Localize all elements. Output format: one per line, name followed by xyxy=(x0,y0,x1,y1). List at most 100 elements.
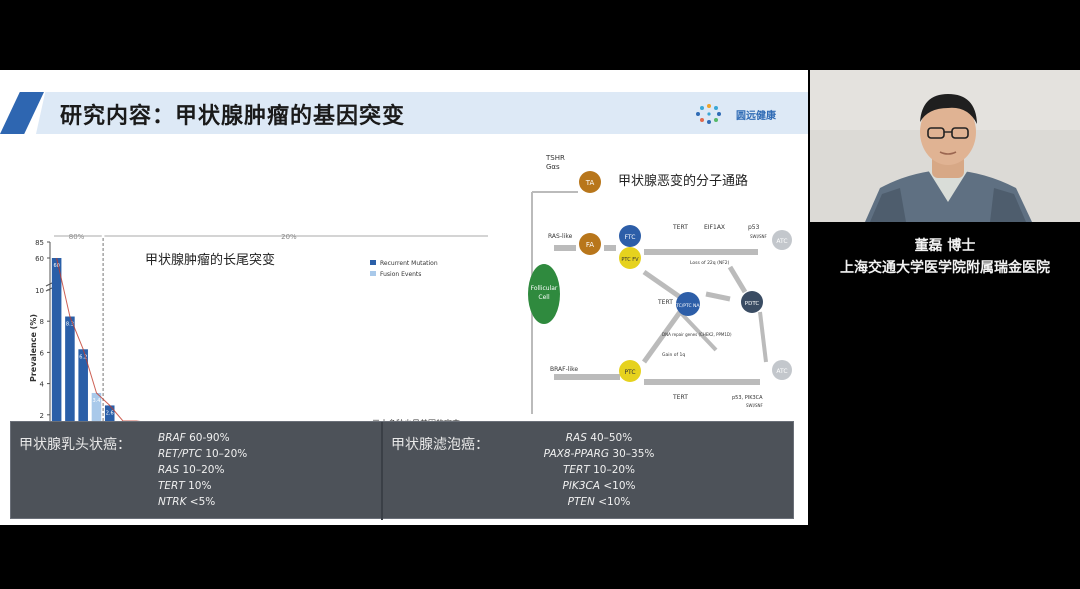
svg-text:FTC: FTC xyxy=(625,234,636,241)
gene-frequency: 10% xyxy=(188,480,212,492)
trend-line xyxy=(56,257,482,441)
svg-text:PTC: PTC xyxy=(624,369,635,376)
gene-frequency: 30–35% xyxy=(612,448,655,460)
gene-frequency: 10–20% xyxy=(593,464,636,476)
y-tick-label: 6 xyxy=(40,349,45,357)
legend-label-fusion: Fusion Events xyxy=(380,271,421,278)
gene-frequency: 10–20% xyxy=(205,448,248,460)
pathway-label-tert-mid: TERT xyxy=(657,299,673,306)
gene-name: TERT xyxy=(158,480,185,492)
gene-frequency: 40–50% xyxy=(590,432,633,444)
follicular-gene-list: RAS 40–50%PAX8-PPARG 30–35%TERT 10–20%PI… xyxy=(529,430,669,510)
svg-text:PTC FV: PTC FV xyxy=(621,257,639,263)
gene-name: RAS xyxy=(565,432,587,444)
presentation-slide: 研究内容：甲状腺肿瘤的基因突变 圆远健康 02468106085Prevalen… xyxy=(0,70,808,525)
gene-name: NTRK xyxy=(158,496,187,508)
bracket-20-label: 20% xyxy=(281,233,297,241)
bar-recurrent xyxy=(51,258,62,446)
y-axis-label: Prevalence (%) xyxy=(29,314,38,382)
y-tick-label: 85 xyxy=(35,239,44,247)
pathway-label-dna-repair: DNA repair genes (CHEK2, PPM1D) xyxy=(662,332,732,337)
pathway-label-ras-like: RAS-like xyxy=(548,233,573,240)
bar-recurrent xyxy=(78,349,88,446)
pathway-label-eif1ax: EIF1AX xyxy=(704,224,725,231)
svg-text:TA: TA xyxy=(585,179,595,187)
speaker-webcam xyxy=(810,70,1080,222)
pathway-node-atc-top: ATC xyxy=(772,230,792,250)
bracket-80-label: 80% xyxy=(69,233,85,241)
papillary-carcinoma-section: 甲状腺乳头状癌： BRAF 60-90%RET/PTC 10–20%RAS 10… xyxy=(11,422,383,520)
y-tick-label: 10 xyxy=(35,287,44,295)
bar-fusion xyxy=(91,392,102,446)
svg-text:PDTC: PDTC xyxy=(745,301,760,307)
legend-swatch-recurrent xyxy=(370,260,376,265)
pathway-label-tshr: TSHR xyxy=(545,154,565,162)
legend-label-recurrent: Recurrent Mutation xyxy=(380,260,438,267)
pathway-canvas: TA FA FTC PTC FV PTC/PTC NAR xyxy=(528,154,792,414)
gene-name: PIK3CA xyxy=(562,480,601,492)
pathway-node-ptc-fv: PTC FV xyxy=(619,247,641,269)
bar-value-label: 6.2 xyxy=(79,354,87,360)
pathway-node-atc-bottom: ATC xyxy=(772,360,792,380)
gene-name: TERT xyxy=(562,464,590,476)
gene-row: PTEN <10% xyxy=(529,494,669,510)
pathway-title: 甲状腺恶变的分子通路 xyxy=(618,173,748,189)
pathway-node-fa: FA xyxy=(579,233,601,255)
gene-frequency: <5% xyxy=(189,496,216,508)
pathway-node-ftc: FTC xyxy=(619,225,641,247)
bar-value-label: 60 xyxy=(53,263,59,269)
slide-title: 研究内容：甲状腺肿瘤的基因突变 xyxy=(60,104,406,129)
svg-text:ATC: ATC xyxy=(776,368,787,375)
y-tick-label: 8 xyxy=(40,318,44,326)
speaker-affiliation: 上海交通大学医学院附属瑞金医院 xyxy=(840,260,1050,276)
y-tick-label: 4 xyxy=(40,381,45,389)
follicular-carcinoma-section: 甲状腺滤泡癌： RAS 40–50% PAX8-PPARG 30–35%TERT … xyxy=(383,422,793,520)
bar-value-label: 3.4 xyxy=(92,398,100,404)
gene-frequency: 10–20% xyxy=(182,464,225,476)
gene-row: PAX8-PPARG 30–35% xyxy=(529,446,669,462)
pathway-label-loss22q: Loss of 22q (NF2) xyxy=(690,260,730,266)
gene-row: BRAF 60-90% xyxy=(158,430,247,446)
speaker-caption: 董磊 博士 上海交通大学医学院附属瑞金医院 xyxy=(810,236,1080,280)
pathway-label-swisnf-top: SWI/SNF xyxy=(750,234,768,239)
svg-text:Cell: Cell xyxy=(538,294,550,301)
gene-row: RET/PTC 10–20% xyxy=(158,446,247,462)
gene-name: PTEN xyxy=(567,496,595,508)
slide-header: 研究内容：甲状腺肿瘤的基因突变 圆远健康 xyxy=(0,80,808,134)
gene-frequency: <10% xyxy=(598,496,631,508)
pathway-node-ptc: PTC xyxy=(619,360,641,382)
brand-name: 圆远健康 xyxy=(736,110,776,122)
chart-title: 甲状腺肿瘤的长尾突变 xyxy=(145,252,275,268)
papillary-gene-list: BRAF 60-90%RET/PTC 10–20%RAS 10–20%TERT … xyxy=(158,430,247,510)
molecular-pathway-diagram: TA FA FTC PTC FV PTC/PTC NAR xyxy=(520,152,806,422)
pathway-label-gas: Gαs xyxy=(546,163,560,171)
gene-row: TERT 10% xyxy=(158,478,247,494)
pathway-label-p53: p53 xyxy=(748,224,760,231)
gene-row: NTRK <5% xyxy=(158,494,247,510)
header-band xyxy=(36,92,808,134)
pathway-node-ptc-nar: PTC/PTC NAR xyxy=(673,292,703,316)
y-tick-label: 60 xyxy=(35,255,44,263)
pathway-label-gain1q: Gain of 1q xyxy=(662,352,685,358)
pathway-node-pdtc: PDTC xyxy=(741,291,763,313)
gene-name: BRAF xyxy=(158,432,186,444)
follicular-label: 甲状腺滤泡癌： xyxy=(391,437,489,453)
gene-row: TERT 10–20% xyxy=(529,462,669,478)
speaker-name: 董磊 博士 xyxy=(914,238,976,254)
papillary-label: 甲状腺乳头状癌： xyxy=(19,437,131,453)
gene-name: RET/PTC xyxy=(158,448,202,460)
gene-row: RAS 10–20% xyxy=(158,462,247,478)
mutation-frequency-panel: 甲状腺乳头状癌： BRAF 60-90%RET/PTC 10–20%RAS 10… xyxy=(10,421,794,520)
gene-frequency: <10% xyxy=(603,480,636,492)
svg-text:PTC/PTC NAR: PTC/PTC NAR xyxy=(673,303,702,309)
legend-swatch-fusion xyxy=(370,271,376,276)
bar-value-label: 8.3 xyxy=(66,322,74,328)
pathway-label-braf-like: BRAF-like xyxy=(550,366,578,373)
y-tick-label: 2 xyxy=(40,412,44,420)
pathway-label-tert-top: TERT xyxy=(672,224,688,231)
speaker-video-icon xyxy=(810,70,1080,222)
dot-cluster-logo-icon xyxy=(696,104,721,124)
bar-value-label: 2.6 xyxy=(106,410,114,416)
pathway-label-p53-pik3ca: p53, PIK3CA xyxy=(732,395,763,401)
